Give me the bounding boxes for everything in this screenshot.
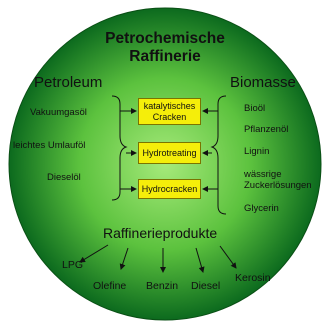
title-line-1: Petrochemische [105, 30, 225, 47]
process-hydrotreating: Hydrotreating [138, 142, 201, 164]
title-line-2: Raffinerie [129, 48, 201, 65]
process-katalytisches-cracken: katalytisches Cracken [138, 98, 201, 125]
process-hydrocracken-label: Hydrocracken [141, 183, 198, 194]
process-hydrotreating-label: Hydrotreating [142, 147, 197, 158]
arrow-kerosin [219, 245, 237, 269]
process-hydrocracken: Hydrocracken [138, 179, 201, 199]
arrow-olefine [119, 247, 129, 270]
right-bracket [210, 95, 227, 215]
product-kerosin: Kerosin [235, 272, 271, 284]
products-heading: Raffinerieprodukte [103, 225, 218, 241]
product-benzin: Benzin [146, 280, 179, 292]
biomasse-heading: Biomasse [230, 74, 296, 91]
process-cracken-line-1: katalytisches [143, 100, 196, 111]
left-bracket [111, 95, 128, 201]
biomasse-item-waessrige: wässrige [244, 169, 282, 180]
background-disc [8, 7, 322, 321]
process-cracken-line-2: Cracken [152, 111, 187, 122]
petroleum-item-dieseloel: Dieselöl [47, 172, 81, 183]
product-olefine: Olefine [93, 280, 127, 292]
arrow-diesel [195, 247, 205, 273]
product-lpg: LPG [62, 259, 84, 271]
petroleum-item-umlaufoel: leichtes Umlauföl [13, 140, 86, 151]
petroleum-item-vakuumgasoel: Vakuumgasöl [30, 107, 87, 118]
product-diesel: Diesel [191, 280, 221, 292]
biomasse-item-biooel: Bioöl [244, 103, 266, 114]
petroleum-heading: Petroleum [34, 74, 103, 91]
arrow-lpg [79, 244, 109, 263]
biomasse-item-glycerin: Glycerin [244, 203, 279, 214]
biomasse-item-lignin: Lignin [244, 146, 270, 157]
biomasse-item-pflanzenoel: Pflanzenöl [244, 124, 289, 135]
biomasse-item-zuckerloesungen: Zuckerlösungen [244, 180, 312, 191]
